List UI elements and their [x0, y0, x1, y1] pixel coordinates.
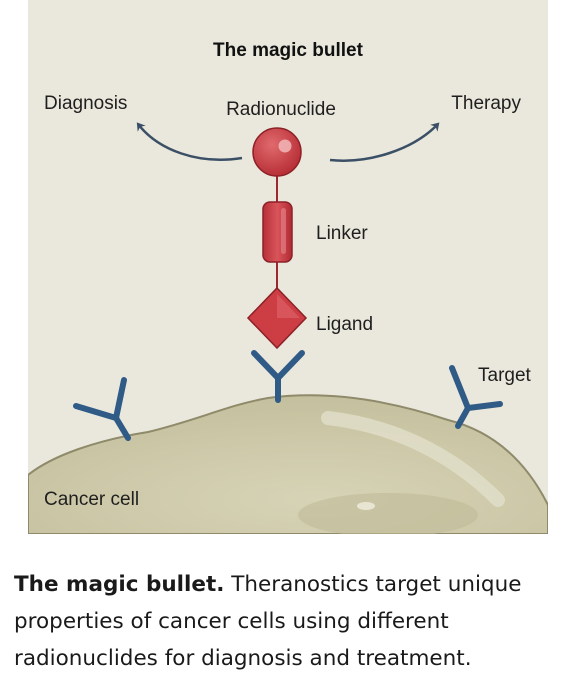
cell-glint [357, 502, 375, 510]
radionuclide-glint [278, 139, 292, 153]
figure-title: The magic bullet [213, 40, 364, 61]
cell-nucleus-shade [298, 493, 478, 534]
label-cancer-cell: Cancer cell [44, 489, 139, 510]
figure-caption: The magic bullet. Theranostics target un… [14, 566, 554, 677]
ligand-shine [277, 294, 300, 318]
label-therapy: Therapy [451, 93, 521, 114]
therapy-arrow [329, 122, 440, 162]
receptor-center [251, 350, 305, 403]
label-target: Target [478, 365, 532, 386]
magic-bullet-figure: The magic bullet Diagnosis Radionuclide … [28, 0, 548, 534]
caption-text: Theranostics target unique properties of… [14, 572, 522, 671]
label-linker: Linker [316, 223, 368, 244]
receptor-right [449, 365, 503, 429]
radionuclide-sphere [252, 127, 302, 177]
receptor-left [73, 377, 131, 441]
caption-lead: The magic bullet. [14, 572, 225, 597]
linker-shape [262, 201, 293, 263]
label-ligand: Ligand [316, 314, 373, 335]
diagnosis-arrow [136, 122, 243, 161]
diagram-canvas: The magic bullet Diagnosis Radionuclide … [28, 0, 548, 534]
label-radionuclide: Radionuclide [226, 99, 336, 120]
linker-shine [281, 208, 286, 254]
cell-highlight [321, 411, 505, 507]
label-diagnosis: Diagnosis [44, 93, 127, 114]
